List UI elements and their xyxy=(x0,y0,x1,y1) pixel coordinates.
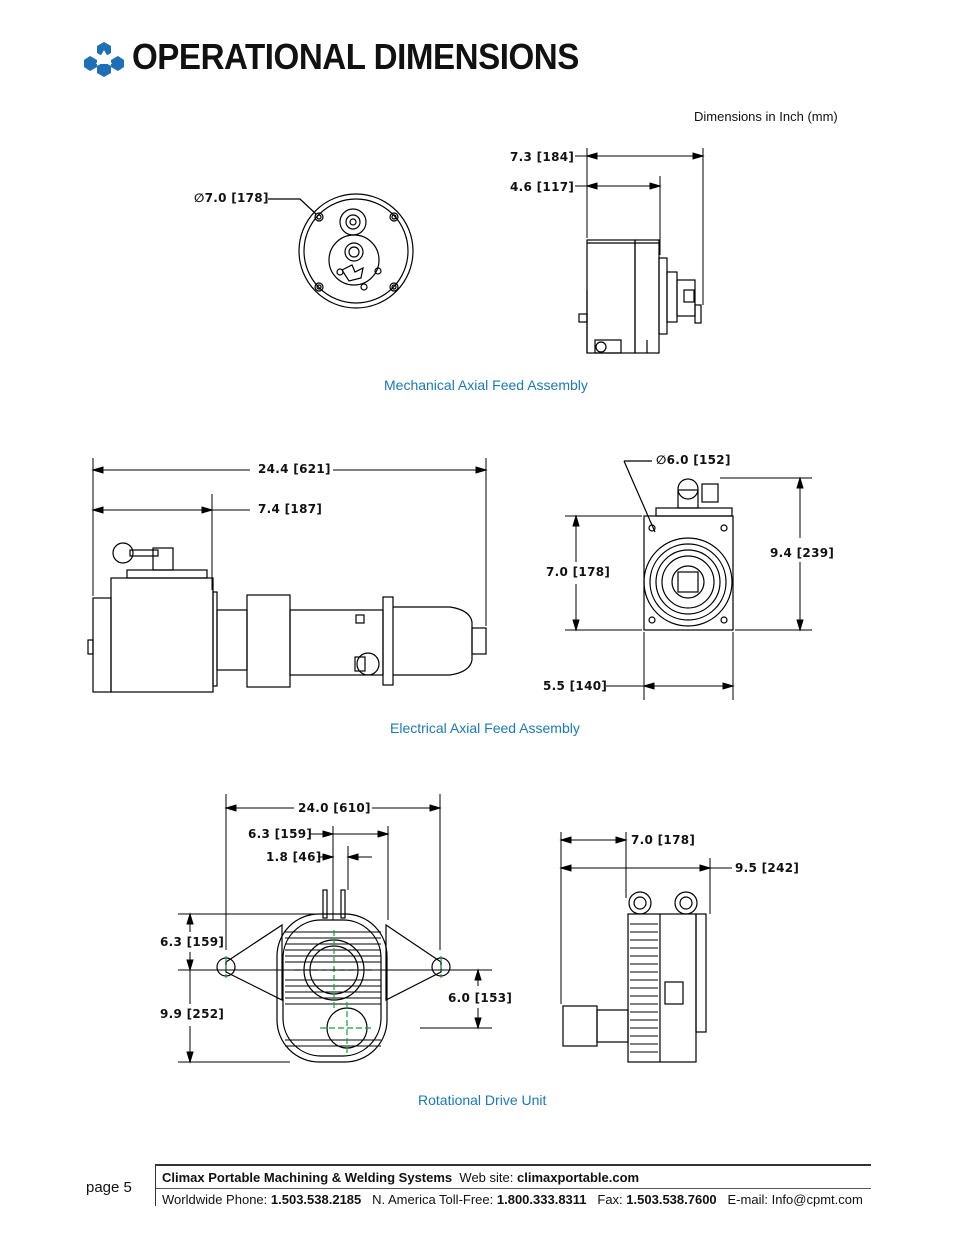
tollfree-number: 1.800.333.8311 xyxy=(496,1192,587,1207)
phone-label: Worldwide Phone: xyxy=(162,1192,268,1207)
elec-partial-dim: 7.4 [187] xyxy=(256,502,325,516)
mech-length-b-dim: 4.6 [117] xyxy=(510,180,575,194)
fax-number: 1.503.538.7600 xyxy=(626,1192,717,1207)
tollfree-label: N. America Toll-Free: xyxy=(372,1192,494,1207)
rot-vert-b-dim: 9.9 [252] xyxy=(160,1007,225,1021)
rot-side-a-dim: 7.0 [178] xyxy=(631,833,696,847)
elec-diameter-dim: ∅6.0 [152] xyxy=(656,453,731,467)
rot-vert-a-dim: 6.3 [159] xyxy=(160,935,225,949)
mech-diameter-dim: ∅7.0 [178] xyxy=(194,191,269,205)
units-note: Dimensions in Inch (mm) xyxy=(694,109,838,124)
footer-rule-vertical xyxy=(155,1164,156,1206)
electrical-axial-feed-drawing xyxy=(87,458,812,700)
fax-label: Fax: xyxy=(597,1192,623,1207)
rot-offset-b-dim: 1.8 [46] xyxy=(266,850,322,864)
mech-length-a-dim: 7.3 [184] xyxy=(510,150,575,164)
elec-width-dim: 5.5 [140] xyxy=(543,679,608,693)
elec-overall-dim: 24.4 [621] xyxy=(256,462,333,476)
footer-company-line: Climax Portable Machining & Welding Syst… xyxy=(162,1170,639,1185)
page-title: OPERATIONAL DIMENSIONS xyxy=(132,36,579,77)
elec-caption: Electrical Axial Feed Assembly xyxy=(390,720,580,736)
rot-vert-c-dim: 6.0 [153] xyxy=(448,991,513,1005)
elec-height-b-dim: 9.4 [239] xyxy=(770,546,835,560)
rot-overall-dim: 24.0 [610] xyxy=(298,801,371,815)
footer-contact-line: Worldwide Phone: 1.503.538.2185 N. Ameri… xyxy=(162,1192,863,1207)
web-link[interactable]: climaxportable.com xyxy=(516,1170,640,1185)
web-label: Web site: xyxy=(459,1170,514,1185)
climax-logo-icon xyxy=(84,42,124,77)
phone-number: 1.503.538.2185 xyxy=(270,1192,362,1207)
company-name: Climax Portable Machining & Welding Syst… xyxy=(162,1170,453,1185)
rot-caption: Rotational Drive Unit xyxy=(418,1092,547,1108)
rot-offset-a-dim: 6.3 [159] xyxy=(248,827,313,841)
email-link[interactable]: Info@cpmt.com xyxy=(771,1192,863,1207)
page-number: page 5 xyxy=(86,1179,132,1196)
rotational-drive-drawing xyxy=(178,794,732,1064)
footer-rule-top xyxy=(155,1164,871,1166)
rot-side-b-dim: 9.5 [242] xyxy=(735,861,800,875)
mechanical-axial-feed-drawing xyxy=(268,148,705,354)
mech-caption: Mechanical Axial Feed Assembly xyxy=(384,377,588,393)
footer-rule-middle xyxy=(155,1188,871,1189)
email-label: E-mail: xyxy=(727,1192,768,1207)
elec-height-a-dim: 7.0 [178] xyxy=(546,565,611,579)
